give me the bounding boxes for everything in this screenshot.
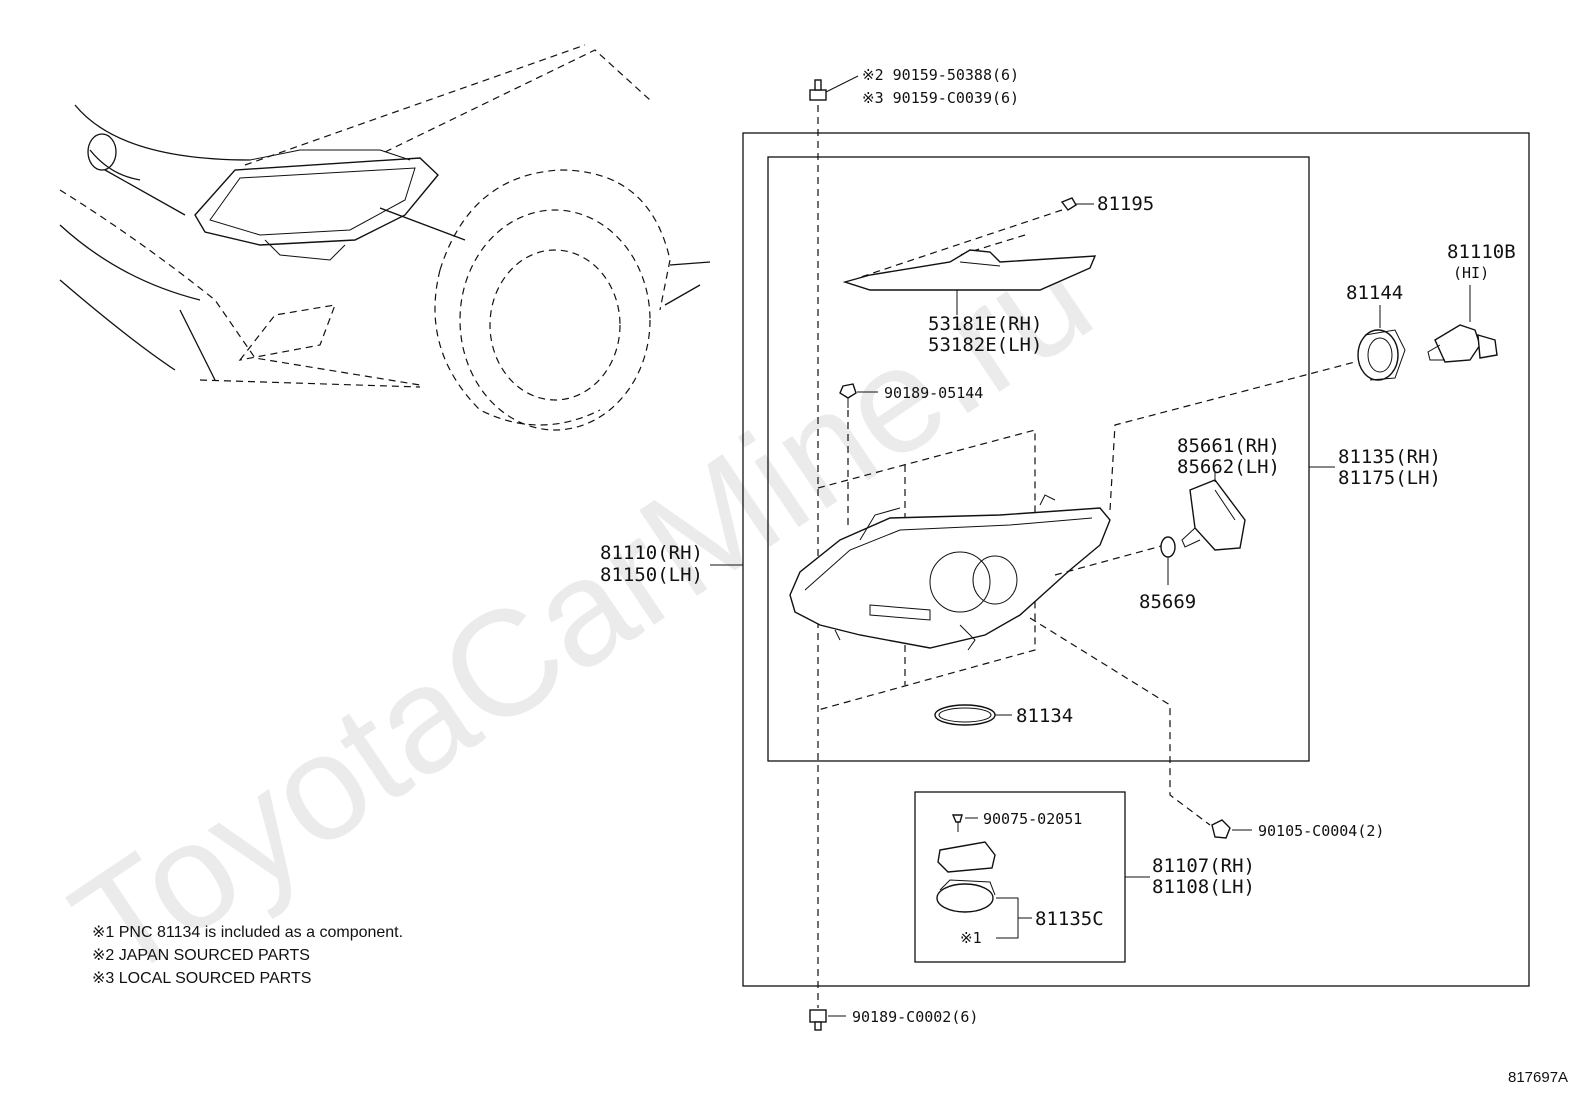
screw-90189-05144-icon <box>839 383 857 408</box>
label-81110b-hi: (HI) <box>1453 264 1489 282</box>
label-81135c: 81135C <box>1035 908 1104 930</box>
bolt-bottom-icon <box>809 1009 827 1031</box>
label-90105: 90105-C0004(2) <box>1258 822 1384 840</box>
screw-90105-icon <box>1211 819 1231 839</box>
label-81144: 81144 <box>1346 282 1403 304</box>
bolt-top-icon <box>809 79 827 101</box>
label-90189-c0002: 90189-C0002(6) <box>852 1008 978 1026</box>
label-90075-02051: 90075-02051 <box>983 810 1082 828</box>
label-85662: 85662(LH) <box>1177 456 1280 478</box>
figure-id: 817697A <box>1508 1069 1568 1086</box>
headlamp-cover-icon <box>842 249 1097 291</box>
note-3: ※3 LOCAL SOURCED PARTS <box>92 970 311 987</box>
clip-81195-icon <box>1060 197 1077 211</box>
note-1: ※1 PNC 81134 is included as a component. <box>92 924 403 941</box>
socket-cover-81144-icon <box>1357 329 1406 381</box>
label-53182e: 53182E(LH) <box>928 334 1042 356</box>
headlamp-unit-icon <box>789 494 1111 651</box>
label-53181e: 53181E(RH) <box>928 313 1042 335</box>
vehicle-front-illustration <box>59 44 711 431</box>
label-81150: 81150(LH) <box>600 564 703 586</box>
label-81110b: 81110B <box>1447 241 1516 263</box>
o-ring-85669-icon <box>1160 536 1176 558</box>
label-81110: 81110(RH) <box>600 542 703 564</box>
leveling-actuator-icon <box>1181 479 1246 551</box>
ballast-module-icon <box>937 841 996 873</box>
bulb-81110b-icon <box>1427 324 1498 363</box>
label-mark-1: ※1 <box>960 929 982 947</box>
label-81134: 81134 <box>1016 705 1073 727</box>
label-bolt-top-jp: ※2 90159-50388(6) <box>862 66 1019 84</box>
label-81175: 81175(LH) <box>1338 467 1441 489</box>
label-85661: 85661(RH) <box>1177 435 1280 457</box>
label-81135: 81135(RH) <box>1338 446 1441 468</box>
label-81195: 81195 <box>1097 193 1154 215</box>
screw-90075-icon <box>951 814 963 832</box>
label-81107: 81107(RH) <box>1152 855 1255 877</box>
note-2: ※2 JAPAN SOURCED PARTS <box>92 947 310 964</box>
label-90189-05144: 90189-05144 <box>884 384 983 402</box>
assembly-box <box>742 132 1530 987</box>
socket-81135c-icon <box>936 879 996 913</box>
label-81108: 81108(LH) <box>1152 876 1255 898</box>
sub-assembly-box <box>767 156 1310 762</box>
label-85669: 85669 <box>1139 591 1196 613</box>
label-bolt-top-local: ※3 90159-C0039(6) <box>862 89 1019 107</box>
